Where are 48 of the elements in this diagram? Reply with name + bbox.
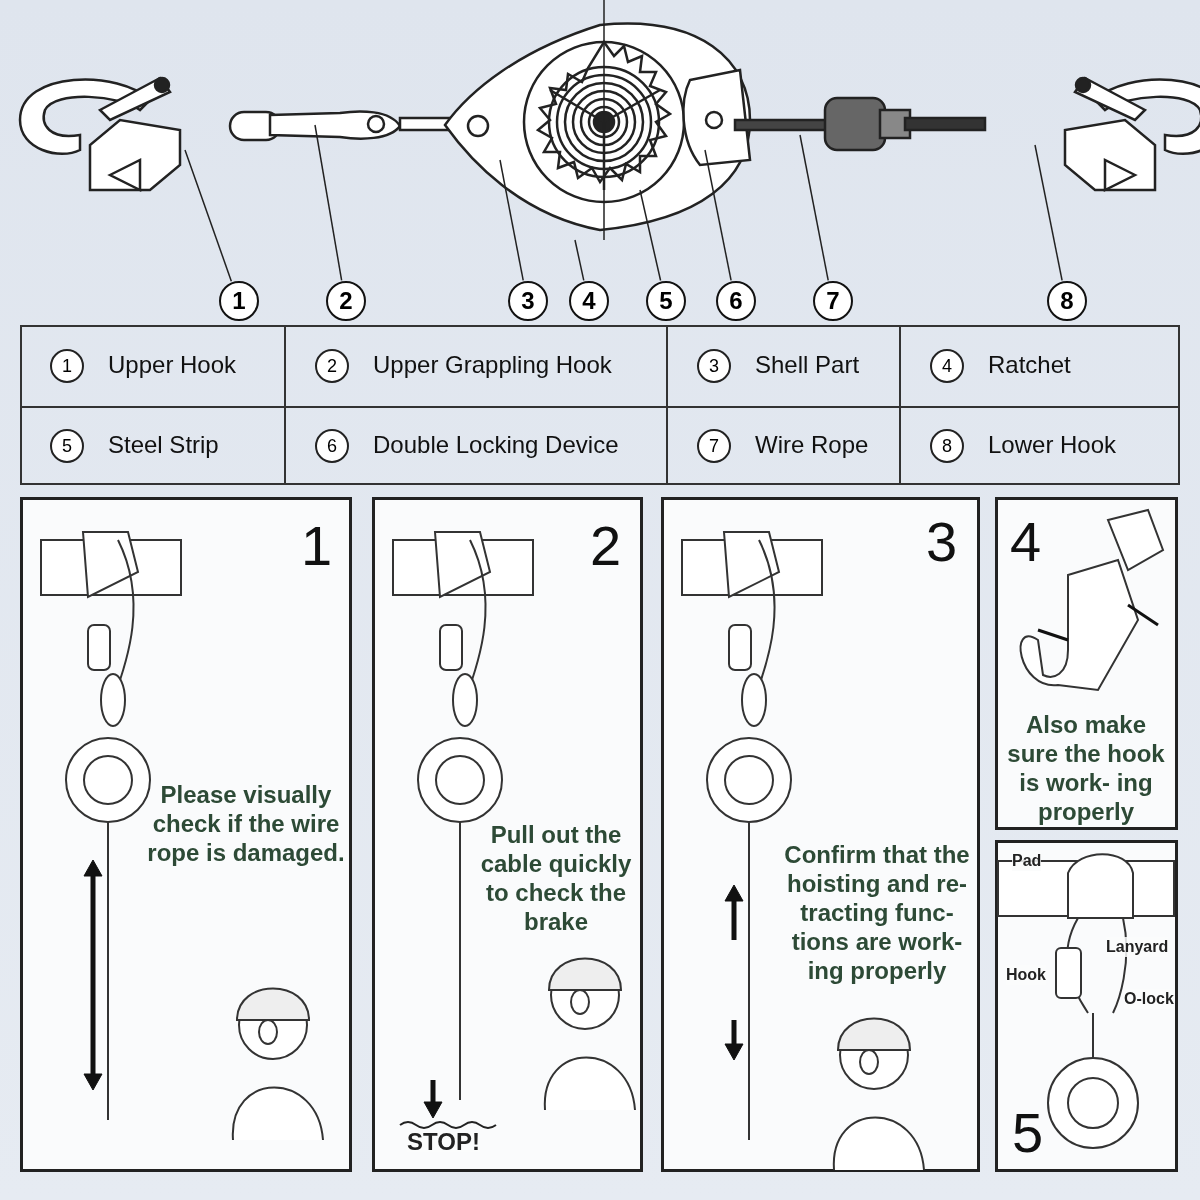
part-name: Ratchet bbox=[988, 351, 1071, 379]
callout-number: 5 bbox=[646, 281, 686, 321]
step-number: 3 bbox=[926, 514, 958, 570]
warning-text: STOP! bbox=[407, 1132, 480, 1152]
leader-line bbox=[1034, 144, 1063, 282]
part-label: Pad bbox=[1012, 851, 1042, 871]
part-name: Shell Part bbox=[755, 351, 860, 379]
callout-number: 4 bbox=[930, 349, 964, 383]
instruction-text: Please visually check if the wire rope is damaged. bbox=[146, 780, 346, 867]
leader-line bbox=[499, 159, 524, 282]
callout-number: 1 bbox=[50, 349, 84, 383]
instruction-text: Also make sure the hook is work- ing properly bbox=[1006, 710, 1166, 826]
leader-line bbox=[799, 134, 829, 282]
step-number: 5 bbox=[1012, 1105, 1044, 1161]
part-name: Steel Strip bbox=[108, 431, 219, 459]
part-name: Upper Hook bbox=[108, 351, 237, 379]
instruction-panel bbox=[995, 497, 1178, 830]
instruction-text: Pull out the cable quickly to check the brake bbox=[479, 820, 633, 936]
callout-number: 2 bbox=[326, 281, 366, 321]
instruction-panel bbox=[20, 497, 352, 1172]
instruction-panel bbox=[372, 497, 643, 1172]
callout-number: 8 bbox=[930, 429, 964, 463]
callout-number: 4 bbox=[569, 281, 609, 321]
leader-line bbox=[574, 239, 585, 282]
part-name: Wire Rope bbox=[755, 431, 869, 459]
step-number: 2 bbox=[590, 518, 622, 574]
part-name: Double Locking Device bbox=[373, 431, 619, 459]
instruction-panel bbox=[661, 497, 980, 1172]
leader-line bbox=[184, 149, 233, 282]
callout-number: 7 bbox=[813, 281, 853, 321]
leader-line bbox=[639, 189, 662, 282]
callout-number: 2 bbox=[315, 349, 349, 383]
callout-number: 6 bbox=[315, 429, 349, 463]
part-label: Lanyard bbox=[1106, 937, 1169, 957]
instruction-text: Confirm that the hoisting and re- tracting func- tions are work- ing properly bbox=[783, 840, 971, 985]
callout-number: 6 bbox=[716, 281, 756, 321]
callout-number: 5 bbox=[50, 429, 84, 463]
callout-number: 1 bbox=[219, 281, 259, 321]
leader-line bbox=[704, 149, 732, 282]
leader-line bbox=[314, 124, 343, 282]
step-number: 4 bbox=[1010, 514, 1042, 570]
callout-number: 8 bbox=[1047, 281, 1087, 321]
step-number: 1 bbox=[301, 518, 333, 574]
callout-number: 7 bbox=[697, 429, 731, 463]
part-name: Lower Hook bbox=[988, 431, 1117, 459]
callout-number: 3 bbox=[697, 349, 731, 383]
callout-number: 3 bbox=[508, 281, 548, 321]
part-name: Upper Grappling Hook bbox=[373, 351, 612, 379]
